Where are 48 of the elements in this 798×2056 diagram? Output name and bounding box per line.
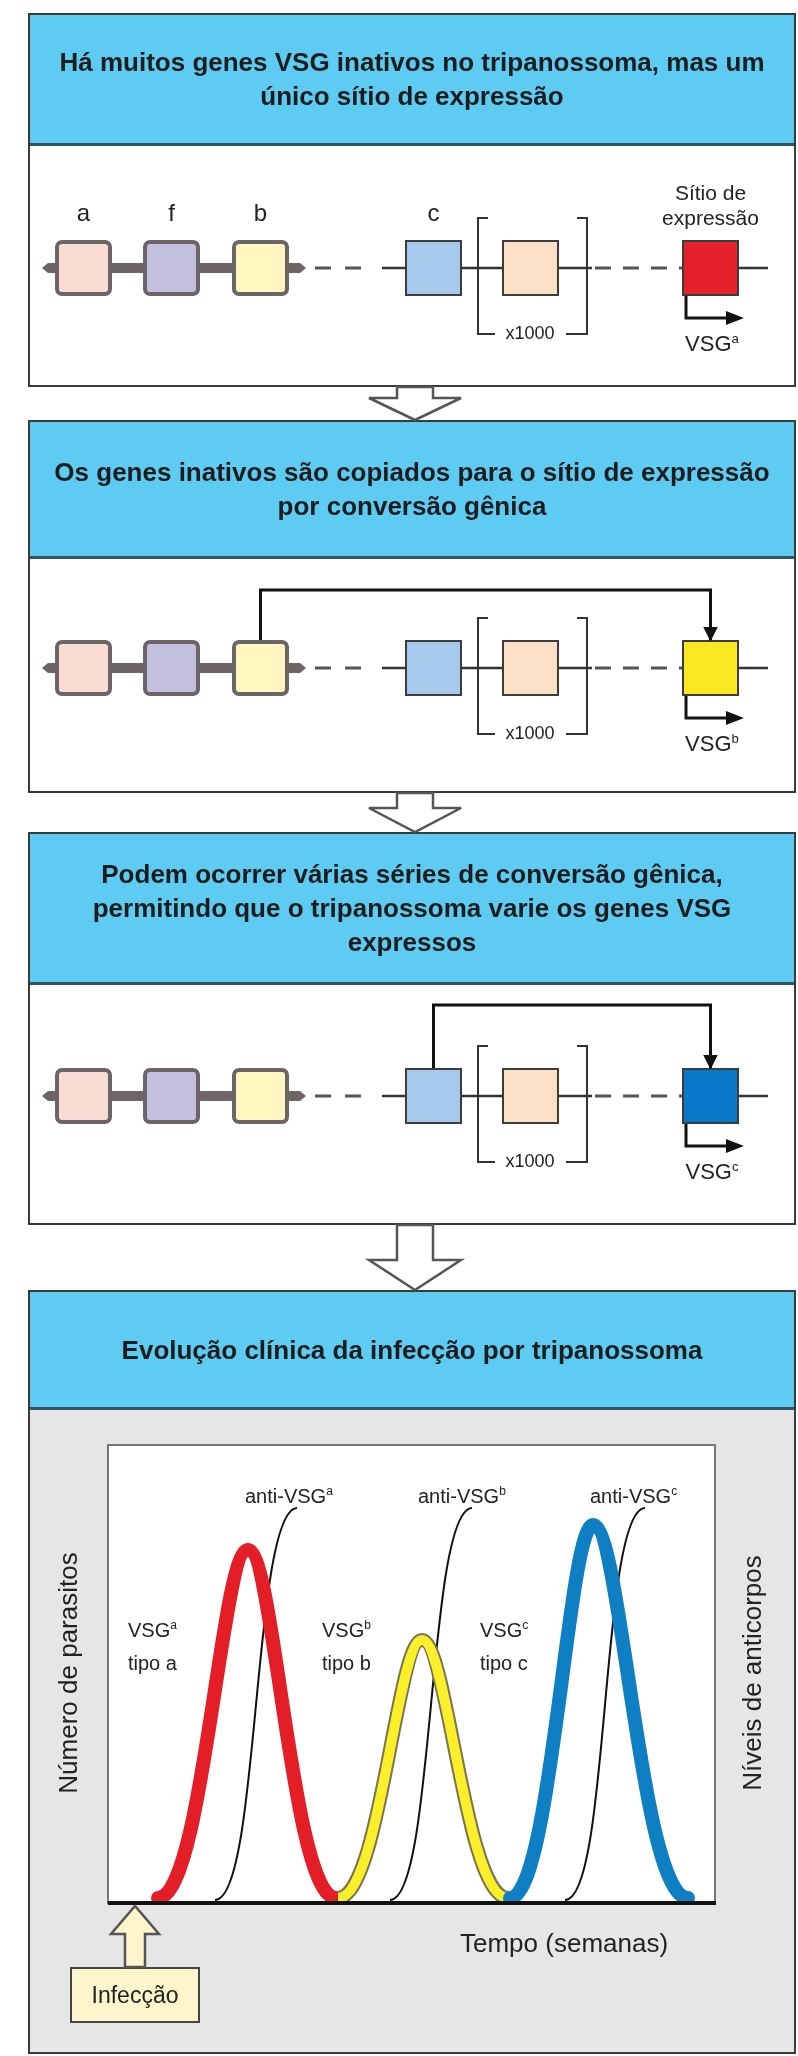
gene-box [405,1068,462,1124]
copy-arrow [259,588,718,642]
gene-label: a [75,200,92,226]
panel [28,420,796,793]
panel [28,13,796,387]
curve-label: tipo c [480,1651,528,1676]
gene-label: b [252,200,269,226]
gene-box [143,640,200,696]
gene-box [143,1068,200,1124]
panel [28,1290,796,2054]
gene-box [232,1068,289,1124]
gene-box [502,1068,559,1124]
curve-label: VSG$^{a}$ [128,1617,177,1643]
curve-label: tipo a [128,1651,177,1676]
block-arrow [367,791,463,834]
gene-name-label: VSG$^{b}$ [684,730,740,758]
curve-label: anti-VSG$^{b}$ [418,1483,506,1509]
curve-label: VSG$^{c}$ [480,1617,529,1643]
site-label: Sítio de expressão [661,180,760,230]
panel-heading: Podem ocorrer várias séries de conversão gênica, permitindo que o tripanossoma varie os genes VSG expressos [30,834,794,985]
panel-heading: Há muitos genes VSG inativos no tripanossoma, mas um único sítio de expressão [30,15,794,146]
panel-heading: Evolução clínica da infecção por tripanossoma [30,1292,794,1410]
curve-label: VSG$^{b}$ [322,1617,371,1643]
axis-title: Tempo (semanas) [460,1930,669,1956]
axis-title: Níveis de anticorpos [739,1554,765,1793]
gene-box [502,240,559,296]
gene-box [55,1068,112,1124]
gene-box [405,640,462,696]
gene-name-label: VSG$^{a}$ [684,330,740,358]
curve-label: tipo b [322,1651,371,1676]
block-arrow [108,1904,162,1969]
curve-label: anti-VSG$^{a}$ [245,1483,333,1509]
gene-box [55,640,112,696]
gene-label: c [426,200,441,226]
panel [28,832,796,1225]
gene-box [502,640,559,696]
panel-heading: Os genes inativos são copiados para o sítio de expressão por conversão gênica [30,422,794,559]
copy-arrow [432,1003,718,1070]
gene-box [232,640,289,696]
curve-label: anti-VSG$^{c}$ [590,1483,678,1509]
block-arrow [367,385,463,422]
axis-title: Número de parasitos [55,1551,81,1796]
gene-box [682,1068,739,1124]
block-arrow [364,1223,466,1292]
gene-label: f [167,200,176,226]
callout-box: Infecção [70,1967,200,2023]
gene-name-label: VSG$^{c}$ [684,1158,740,1186]
gene-box [682,640,739,696]
